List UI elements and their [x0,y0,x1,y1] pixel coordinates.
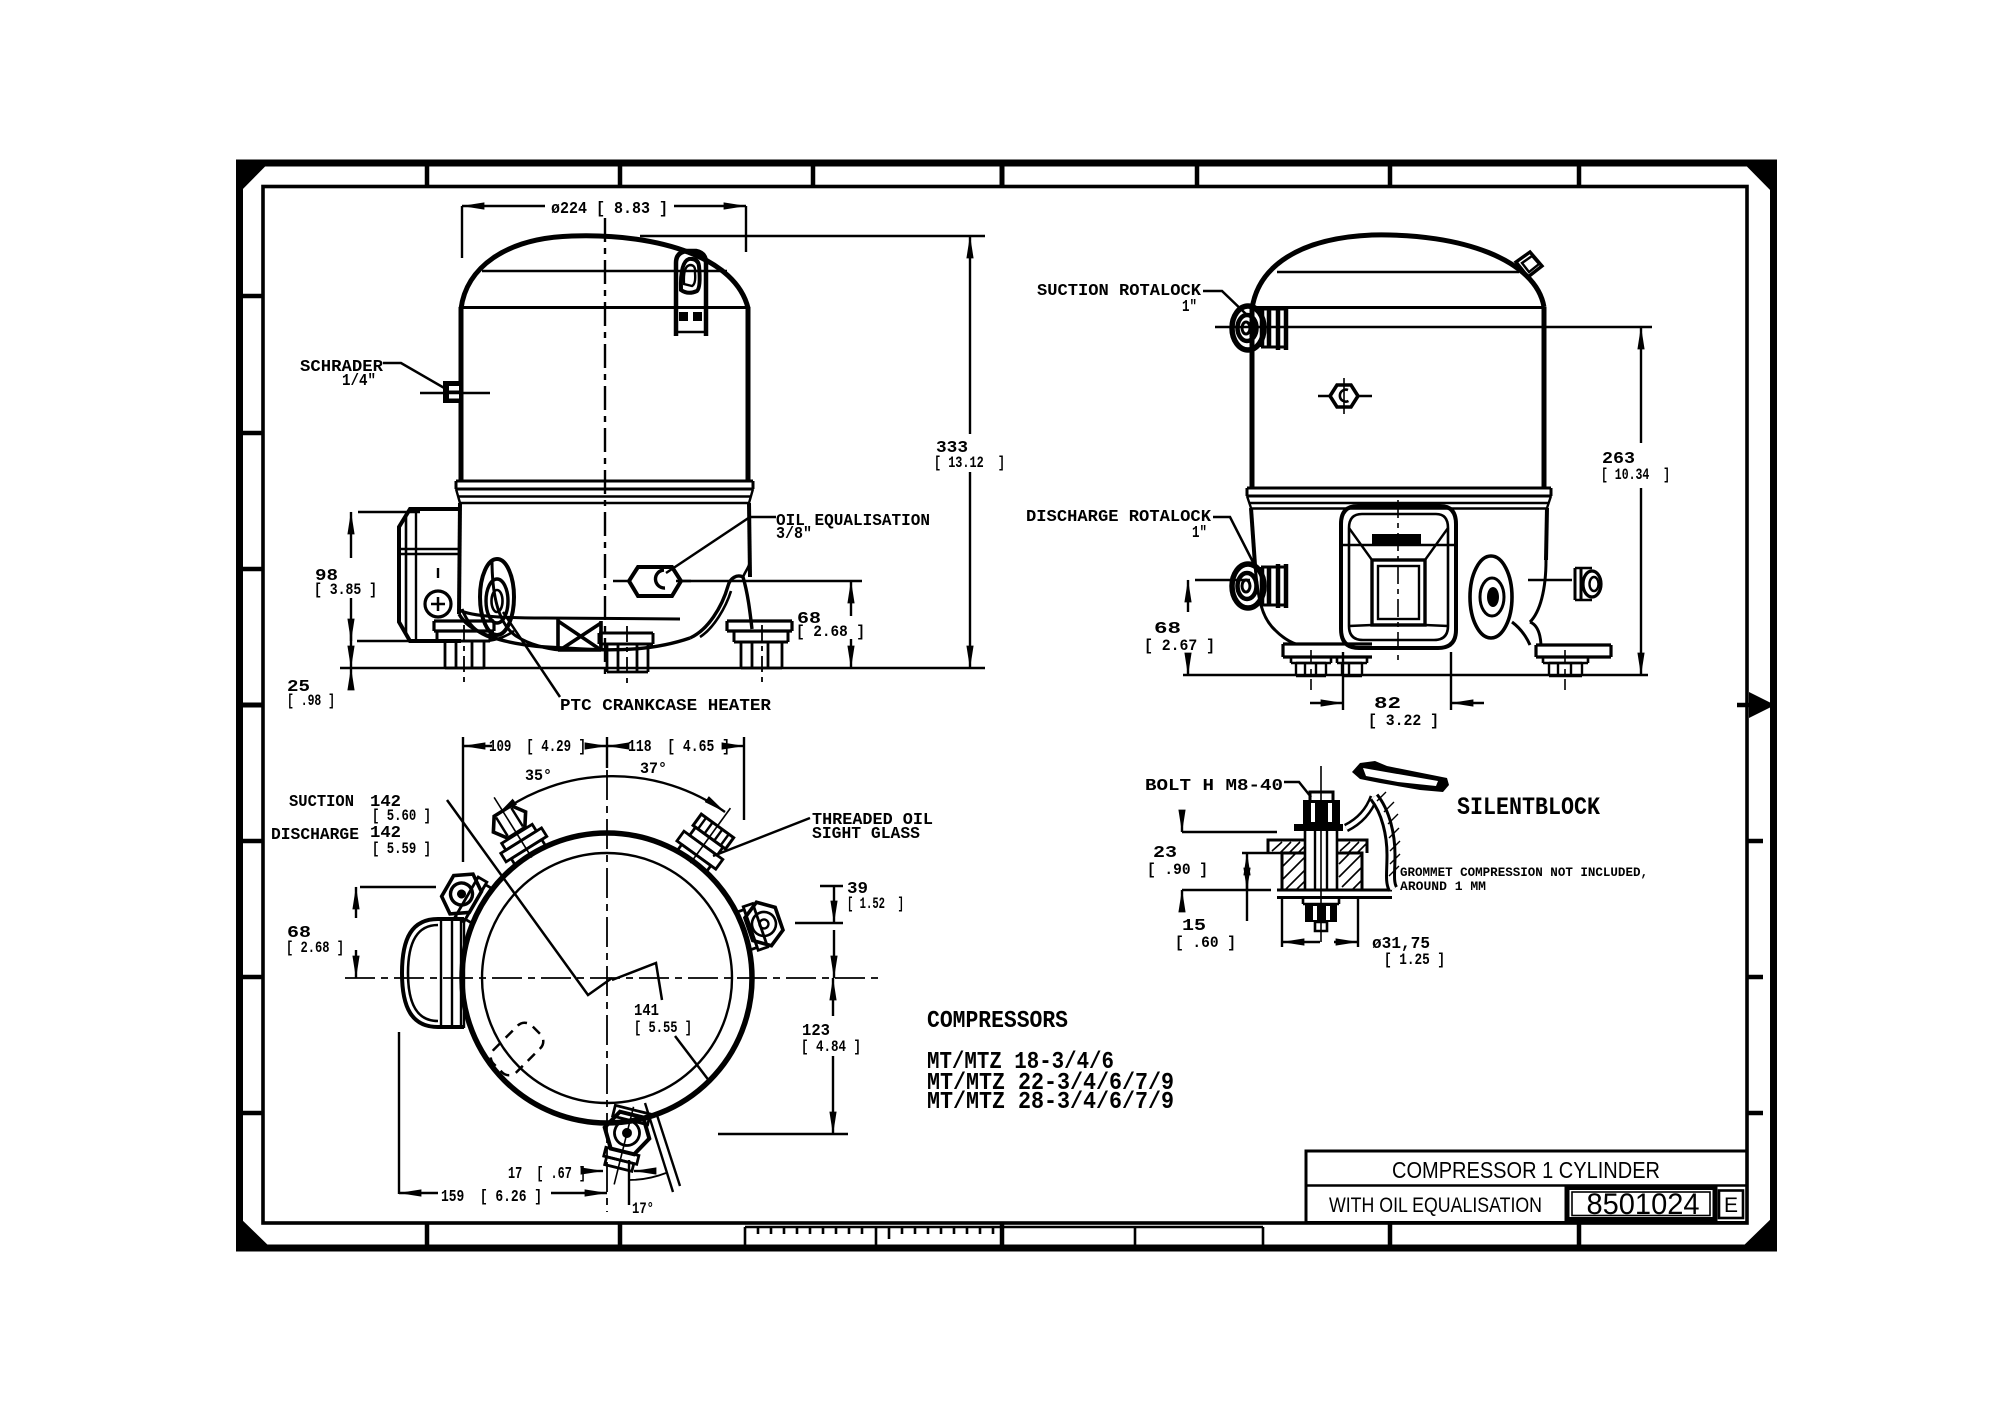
svg-text:17°: 17° [632,1200,654,1218]
svg-text:8501024: 8501024 [1587,1188,1700,1221]
svg-text:[ 10.34 ]: [ 10.34 ] [1601,466,1670,484]
svg-text:118 [ 4.65 ]: 118 [ 4.65 ] [628,738,730,757]
svg-text:15: 15 [1182,917,1206,936]
svg-text:263: 263 [1602,450,1635,469]
svg-text:39: 39 [847,880,868,899]
svg-text:[ 5.59 ]: [ 5.59 ] [372,840,431,858]
svg-text:MT/MTZ 18-3/4/6: MT/MTZ 18-3/4/6 [927,1049,1114,1076]
svg-text:17 [ .67 ]: 17 [ .67 ] [508,1165,586,1184]
svg-text:[ 2.68 ]: [ 2.68 ] [796,623,865,641]
svg-text:[ 1.25 ]: [ 1.25 ] [1384,951,1445,969]
svg-text:1": 1" [1182,298,1197,317]
svg-text:[ .90 ]: [ .90 ] [1147,861,1208,879]
svg-text:WITH OIL EQUALISATION: WITH OIL EQUALISATION [1329,1194,1542,1217]
svg-text:SILENTBLOCK: SILENTBLOCK [1457,793,1600,822]
svg-text:[ .60 ]: [ .60 ] [1175,934,1236,952]
svg-text:[ 1.52 ]: [ 1.52 ] [847,895,904,913]
svg-text:SIGHT GLASS: SIGHT GLASS [812,825,920,844]
svg-text:[ 3.22 ]: [ 3.22 ] [1368,712,1439,730]
svg-text:142: 142 [370,793,401,812]
svg-text:123: 123 [802,1022,830,1041]
svg-text:[ 13.12 ]: [ 13.12 ] [934,454,1005,472]
svg-text:141: 141 [634,1002,659,1021]
svg-text:333: 333 [936,439,968,458]
svg-text:BOLT H M8-40: BOLT H M8-40 [1145,777,1283,796]
svg-text:68: 68 [1154,620,1181,639]
svg-text:E: E [1724,1194,1738,1217]
svg-text:DISCHARGE: DISCHARGE [271,826,359,845]
svg-text:1": 1" [1192,524,1207,543]
svg-text:DISCHARGE ROTALOCK: DISCHARGE ROTALOCK [1026,508,1212,527]
svg-text:[ 4.84 ]: [ 4.84 ] [801,1038,861,1056]
svg-text:142: 142 [370,824,401,843]
svg-text:COMPRESSORS: COMPRESSORS [927,1008,1068,1035]
svg-text:68: 68 [797,610,821,629]
svg-text:COMPRESSOR 1 CYLINDER: COMPRESSOR 1 CYLINDER [1392,1157,1660,1183]
svg-text:[ 2.68 ]: [ 2.68 ] [286,939,344,957]
svg-text:SUCTION: SUCTION [289,793,354,812]
svg-text:[ 3.85 ]: [ 3.85 ] [314,581,377,599]
svg-text:SCHRADER: SCHRADER [300,358,384,377]
svg-text:MT/MTZ 22-3/4/6/7/9: MT/MTZ 22-3/4/6/7/9 [927,1070,1174,1097]
svg-text:109 [ 4.29 ]: 109 [ 4.29 ] [489,738,586,757]
svg-text:[ .98 ]: [ .98 ] [287,692,335,710]
svg-text:THREADED OIL: THREADED OIL [812,811,933,830]
svg-text:1/4": 1/4" [342,372,376,391]
svg-text:ø224 [ 8.83 ]: ø224 [ 8.83 ] [551,200,668,219]
svg-text:[ 5.55 ]: [ 5.55 ] [634,1019,692,1037]
svg-text:SUCTION ROTALOCK: SUCTION ROTALOCK [1037,282,1202,301]
svg-text:ø31,75: ø31,75 [1372,935,1430,954]
svg-text:37°: 37° [640,760,667,778]
svg-text:25: 25 [287,678,310,697]
svg-text:PTC CRANKCASE HEATER: PTC CRANKCASE HEATER [560,697,772,716]
svg-text:68: 68 [287,924,311,943]
svg-text:98: 98 [315,567,338,586]
svg-text:[ 2.67 ]: [ 2.67 ] [1144,637,1215,655]
svg-text:GROMMET COMPRESSION NOT INCLUD: GROMMET COMPRESSION NOT INCLUDED, [1400,866,1648,880]
svg-text:82: 82 [1374,695,1401,714]
svg-text:AROUND 1 MM: AROUND 1 MM [1400,880,1486,894]
svg-text:[ 5.60 ]: [ 5.60 ] [372,807,431,825]
svg-text:3/8": 3/8" [776,525,812,544]
svg-text:35°: 35° [525,767,552,785]
svg-text:MT/MTZ 28-3/4/6/7/9: MT/MTZ 28-3/4/6/7/9 [927,1089,1174,1116]
svg-text:OIL EQUALISATION: OIL EQUALISATION [776,512,930,531]
svg-text:23: 23 [1153,844,1177,863]
svg-text:159 [ 6.26 ]: 159 [ 6.26 ] [441,1188,542,1207]
